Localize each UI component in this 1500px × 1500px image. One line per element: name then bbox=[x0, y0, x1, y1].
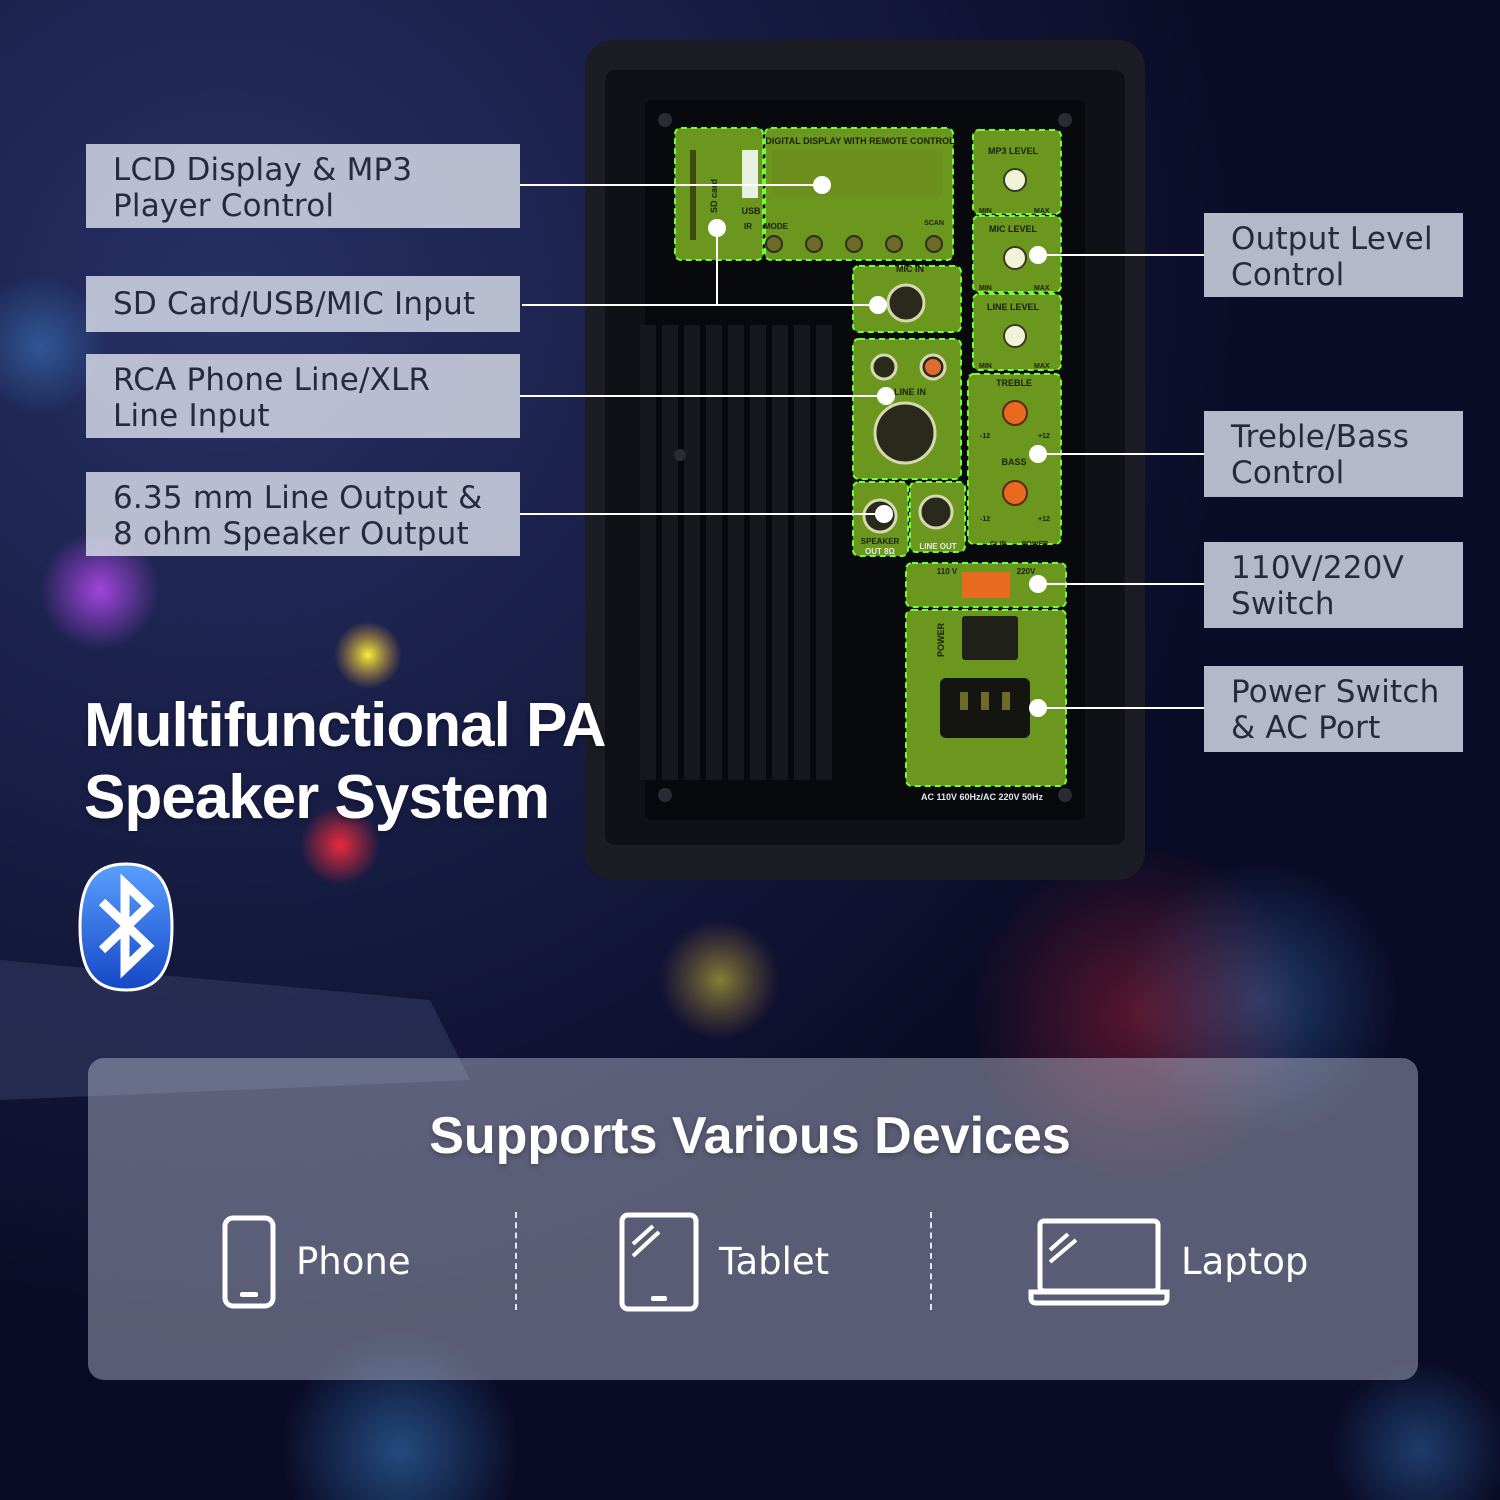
usb-label: USB bbox=[741, 206, 761, 216]
callout-text: LCD Display & MP3 bbox=[113, 152, 413, 188]
callout-text: RCA Phone Line/XLR bbox=[113, 362, 431, 398]
callout-text: SD Card/USB/MIC Input bbox=[113, 286, 476, 322]
power-led-label: POWER bbox=[1022, 541, 1048, 548]
device-label-tablet: Tablet bbox=[719, 1240, 830, 1283]
callout-lcd-display: LCD Display & MP3 Player Control bbox=[86, 144, 520, 228]
callout-text: Player Control bbox=[113, 188, 335, 224]
callout-text: 8 ohm Speaker Output bbox=[113, 516, 469, 552]
bass-min-label: -12 bbox=[980, 516, 990, 523]
callout-sd-usb-mic: SD Card/USB/MIC Input bbox=[86, 276, 520, 332]
power-switch-label: POWER bbox=[936, 623, 946, 658]
callout-rca-xlr: RCA Phone Line/XLR Line Input bbox=[86, 354, 520, 438]
callout-text: Output Level bbox=[1231, 221, 1433, 257]
220v-label: 220V bbox=[1017, 567, 1036, 576]
min-label: MIN bbox=[979, 363, 992, 370]
scan-label: SCAN bbox=[924, 220, 944, 227]
callout-text: Power Switch bbox=[1231, 674, 1440, 710]
divider bbox=[515, 1212, 517, 1310]
callout-text: Line Input bbox=[113, 398, 270, 434]
mp3-level-label: MP3 LEVEL bbox=[988, 146, 1039, 156]
divider bbox=[930, 1212, 932, 1310]
line-level-label: LINE LEVEL bbox=[987, 302, 1040, 312]
ir-label: IR bbox=[744, 222, 752, 231]
min-label: MIN bbox=[979, 285, 992, 292]
laptop-icon bbox=[1028, 1218, 1170, 1306]
callout-text: 6.35 mm Line Output & bbox=[113, 480, 483, 516]
device-label-laptop: Laptop bbox=[1181, 1240, 1309, 1283]
devices-title: Supports Various Devices bbox=[429, 1107, 1071, 1165]
headline-line: Speaker System bbox=[84, 763, 550, 832]
sd-card-label: SD card bbox=[709, 179, 719, 213]
bluetooth-icon bbox=[78, 862, 174, 992]
callout-power-ac: Power Switch & AC Port bbox=[1204, 666, 1463, 752]
display-title-label: DIGITAL DISPLAY WITH REMOTE CONTROL bbox=[765, 136, 955, 146]
callout-voltage-switch: 110V/220V Switch bbox=[1204, 542, 1463, 628]
treble-label: TREBLE bbox=[996, 378, 1032, 388]
line-out-label: LINE OUT bbox=[919, 542, 956, 551]
callout-text: Switch bbox=[1231, 586, 1335, 622]
mode-label: MODE bbox=[764, 222, 789, 231]
callout-line-speaker-output: 6.35 mm Line Output & 8 ohm Speaker Outp… bbox=[86, 472, 520, 556]
clip-label: CLIP bbox=[990, 541, 1006, 548]
max-label: MAX bbox=[1034, 208, 1050, 215]
callout-treble-bass: Treble/Bass Control bbox=[1204, 411, 1463, 497]
speaker-out-label: SPEAKER bbox=[861, 537, 900, 546]
bass-max-label: +12 bbox=[1038, 516, 1050, 523]
headline-line: Multifunctional PA bbox=[84, 691, 607, 760]
headline: Multifunctional PA Speaker System bbox=[84, 690, 607, 834]
mic-in-label: MIC IN bbox=[896, 264, 924, 274]
bass-label: BASS bbox=[1001, 457, 1026, 467]
devices-panel bbox=[88, 1058, 1418, 1380]
max-label: MAX bbox=[1034, 285, 1050, 292]
tablet-icon bbox=[619, 1212, 699, 1312]
line-in-label: LINE IN bbox=[894, 387, 926, 397]
min-label: MIN bbox=[979, 208, 992, 215]
callout-text: 110V/220V bbox=[1231, 550, 1404, 586]
out-8ohm-label: OUT 8Ω bbox=[865, 547, 896, 556]
callout-output-level: Output Level Control bbox=[1204, 213, 1463, 297]
phone-icon bbox=[222, 1215, 276, 1309]
ac-rating-label: AC 110V 60Hz/AC 220V 50Hz bbox=[921, 792, 1044, 802]
treble-min-label: -12 bbox=[980, 433, 990, 440]
mic-level-label: MIC LEVEL bbox=[989, 224, 1038, 234]
callout-text: Control bbox=[1231, 455, 1345, 491]
callout-text: Control bbox=[1231, 257, 1345, 293]
110v-label: 110 V bbox=[937, 567, 958, 576]
device-label-phone: Phone bbox=[296, 1240, 411, 1283]
callout-text: Treble/Bass bbox=[1231, 419, 1410, 455]
treble-max-label: +12 bbox=[1038, 433, 1050, 440]
callout-text: & AC Port bbox=[1231, 710, 1381, 746]
max-label: MAX bbox=[1034, 363, 1050, 370]
